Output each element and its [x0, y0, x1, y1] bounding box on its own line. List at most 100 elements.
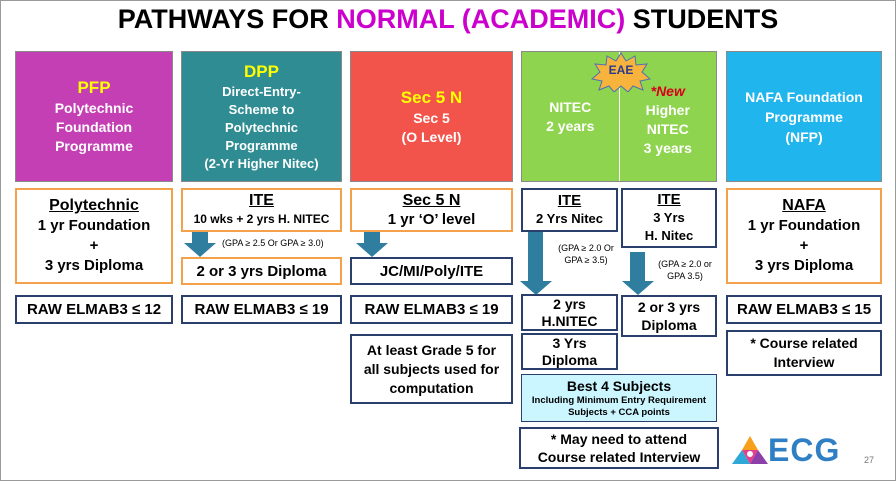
- higher-nitec-header-line: 3 years: [643, 139, 692, 156]
- dpp-raw-text: RAW ELMAB3 ≤ 19: [194, 301, 329, 318]
- nafa-pathway-title: NAFA: [782, 197, 826, 214]
- nitec-result-line: 2 yrs: [553, 295, 586, 312]
- page-title: PATHWAYS FOR NORMAL (ACADEMIC) STUDENTS: [117, 4, 779, 34]
- higher-nitec-result-line: 2 or 3 yrs: [637, 299, 701, 315]
- higher-nitec-pathway-line: H. Nitec: [644, 228, 694, 243]
- page-number: 27: [864, 455, 875, 465]
- sec5n-header: Sec 5 N Sec 5 (O Level): [350, 51, 513, 182]
- dpp-header-line: Programme: [225, 137, 298, 153]
- pfp-pathway-line: 3 yrs Diploma: [44, 257, 144, 274]
- higher-nitec-result-box: 2 or 3 yrs Diploma: [621, 295, 717, 337]
- best4-title: Best 4 Subjects: [566, 377, 672, 394]
- nafa-pathway-line: +: [799, 237, 809, 254]
- nitec-pathway-title: ITE: [557, 192, 582, 209]
- new-tag: *New: [650, 82, 685, 99]
- pfp-raw-box: RAW ELMAB3 ≤ 12: [15, 295, 173, 324]
- pfp-header: PFP Polytechnic Foundation Programme: [15, 51, 173, 182]
- pfp-pathway-line: 1 yr Foundation: [37, 217, 151, 234]
- sec5n-result-text: JC/MI/Poly/ITE: [379, 262, 484, 280]
- dpp-header-line: Polytechnic: [225, 119, 298, 135]
- sec5n-note-line: At least Grade 5 for: [366, 341, 497, 358]
- higher-nitec-gpa-note: (GPA ≥ 2.0 or GPA 3.5): [652, 258, 718, 282]
- dpp-pathway-line: 10 wks + 2 yrs H. NITEC: [193, 212, 330, 226]
- eae-badge-label: EAE: [608, 63, 634, 77]
- nafa-header: NAFA Foundation Programme (NFP): [726, 51, 882, 182]
- sec5n-header-title: Sec 5 N: [400, 87, 463, 107]
- ecg-logo-icon: [732, 436, 768, 464]
- best4-line: Subjects + CCA points: [568, 406, 670, 418]
- nafa-raw-text: RAW ELMAB3 ≤ 15: [736, 301, 872, 318]
- pfp-pathway-box: Polytechnic 1 yr Foundation + 3 yrs Dipl…: [15, 188, 173, 284]
- nafa-note-line: Interview: [773, 354, 835, 370]
- nafa-pathway-box: NAFA 1 yr Foundation + 3 yrs Diploma: [726, 188, 882, 284]
- nitec-interview-line: * May need to attend: [550, 431, 688, 447]
- nafa-pathway-line: 1 yr Foundation: [747, 217, 861, 234]
- dpp-arrow-head: [184, 243, 216, 257]
- pfp-pathway-title: Polytechnic: [49, 197, 139, 214]
- nitec-header-left: NITEC 2 years: [522, 52, 619, 181]
- nitec-gpa-line: (GPA ≥ 2.0 Or: [558, 243, 614, 253]
- eae-badge-icon: [591, 52, 651, 92]
- higher-nitec-pathway-line: 3 Yrs: [653, 210, 685, 225]
- sec5n-header-line: Sec 5: [413, 109, 450, 126]
- sec5n-note-box: At least Grade 5 for all subjects used f…: [350, 334, 513, 404]
- dpp-header: DPP Direct-Entry- Scheme to Polytechnic …: [181, 51, 342, 182]
- sec5n-pathway-line: 1 yr ‘O’ level: [387, 211, 476, 228]
- dpp-result-box: 2 or 3 yrs Diploma: [181, 257, 342, 285]
- dpp-header-line: (2-Yr Higher Nitec): [204, 155, 319, 171]
- nitec-pathway-line: 2 Yrs Nitec: [536, 211, 603, 226]
- dpp-abbr: DPP: [244, 61, 279, 81]
- best4-line: Including Minimum Entry Requirement: [531, 394, 707, 406]
- nitec-interview-line: Course related Interview: [537, 449, 701, 465]
- dpp-header-line: Direct-Entry-: [222, 83, 301, 99]
- nitec-header-line: 2 years: [546, 117, 595, 134]
- higher-nitec-header: *New Higher NITEC 3 years: [620, 52, 717, 181]
- pfp-abbr: PFP: [77, 78, 111, 97]
- sec5n-note-line: all subjects used for: [363, 360, 500, 377]
- nitec-result-line: 3 Yrs: [552, 334, 587, 351]
- higher-nitec-gpa-line: (GPA ≥ 2.0 or: [658, 259, 712, 269]
- higher-nitec-gpa-line: GPA 3.5): [667, 271, 703, 281]
- nafa-header-line: (NFP): [785, 128, 823, 145]
- sec5n-result-box: JC/MI/Poly/ITE: [350, 257, 513, 285]
- sec5n-arrow-shaft: [364, 232, 380, 243]
- nitec-header-divider: [618, 52, 620, 181]
- nitec-result-line: H.NITEC: [541, 312, 598, 329]
- pfp-header-line: Programme: [55, 138, 133, 154]
- nitec-gpa-note: (GPA ≥ 2.0 Or GPA ≥ 3.5): [552, 242, 620, 266]
- nafa-pathway-line: 3 yrs Diploma: [754, 257, 854, 274]
- nitec-result-line: Diploma: [541, 351, 598, 368]
- nitec-gpa-line: GPA ≥ 3.5): [564, 255, 608, 265]
- dpp-gpa-note: (GPA ≥ 2.5 Or GPA ≥ 3.0): [222, 238, 324, 248]
- nitec-result-hnitec-box: 2 yrs H.NITEC: [521, 294, 618, 331]
- sec5n-pathway-box: Sec 5 N 1 yr ‘O’ level: [350, 188, 513, 232]
- nitec-pathway-box: ITE 2 Yrs Nitec: [521, 188, 618, 232]
- sec5n-raw-text: RAW ELMAB3 ≤ 19: [364, 301, 499, 318]
- dpp-pathway-title: ITE: [249, 192, 274, 209]
- higher-nitec-header-line: Higher: [645, 101, 690, 118]
- sec5n-header-line: (O Level): [401, 128, 462, 145]
- sec5n-note-line: computation: [389, 379, 474, 396]
- higher-nitec-arrow-shaft: [630, 252, 645, 281]
- best4-box: Best 4 Subjects Including Minimum Entry …: [521, 374, 717, 422]
- dpp-raw-box: RAW ELMAB3 ≤ 19: [181, 295, 342, 324]
- dpp-header-line: Scheme to: [228, 101, 295, 117]
- ecg-logo-text: ECG: [768, 432, 841, 468]
- higher-nitec-result-line: Diploma: [641, 317, 697, 333]
- pfp-header-line: Polytechnic: [54, 100, 134, 116]
- pfp-header-line: Foundation: [55, 119, 133, 135]
- higher-nitec-pathway-box: ITE 3 Yrs H. Nitec: [621, 188, 717, 248]
- nafa-note-line: * Course related: [750, 335, 858, 351]
- dpp-pathway-box: ITE 10 wks + 2 yrs H. NITEC: [181, 188, 342, 232]
- higher-nitec-header-line: NITEC: [646, 120, 689, 137]
- dpp-arrow-shaft: [192, 232, 208, 243]
- nafa-header-line: Programme: [765, 108, 843, 125]
- sec5n-raw-box: RAW ELMAB3 ≤ 19: [350, 295, 513, 324]
- pfp-pathway-line: +: [89, 237, 99, 254]
- nitec-arrow-shaft: [528, 232, 543, 281]
- pfp-raw-text: RAW ELMAB3 ≤ 12: [26, 301, 162, 318]
- nafa-note-box: * Course related Interview: [726, 330, 882, 376]
- sec5n-pathway-title: Sec 5 N: [402, 192, 461, 209]
- sec5n-arrow-head: [356, 243, 388, 257]
- dpp-result-text: 2 or 3 yrs Diploma: [196, 262, 327, 280]
